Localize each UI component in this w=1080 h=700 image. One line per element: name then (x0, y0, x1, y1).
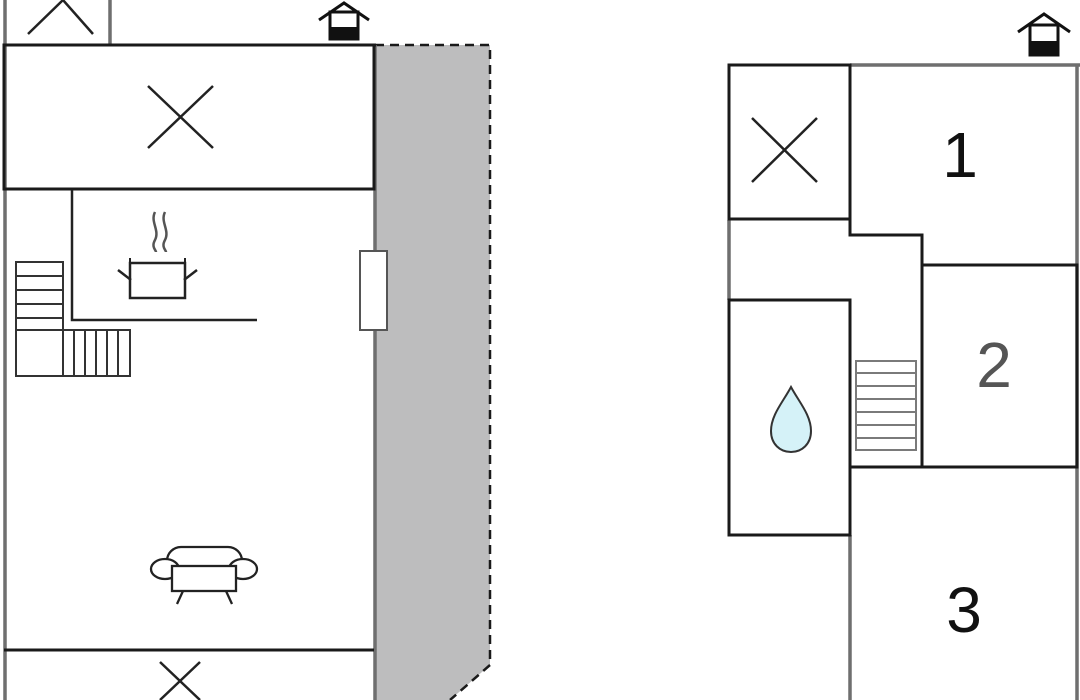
staircase-icon (15, 261, 131, 377)
room-2-number: 2 (976, 329, 1012, 401)
bathroom (727, 298, 852, 537)
room-1-number: 1 (942, 119, 978, 191)
window-cross-icon (27, 0, 94, 35)
window-cross-icon (751, 117, 818, 183)
terrace-dashed-border (375, 43, 492, 700)
room-3-number: 3 (946, 574, 982, 646)
upper-floor-plan: 1 2 3 (727, 12, 1080, 700)
void-room-upper (727, 63, 852, 221)
sofa-icon (149, 545, 259, 605)
room-2 (920, 263, 1079, 469)
room-1-walls (848, 219, 1077, 267)
upper-void-room (2, 43, 376, 191)
terrace-door (359, 250, 388, 331)
kitchen-partition (70, 190, 257, 322)
entrance-house-icon (1017, 12, 1071, 57)
window-cross-icon (159, 661, 201, 700)
window-cross-icon (147, 85, 214, 149)
water-drop-icon (769, 384, 813, 454)
terrace-area (375, 45, 490, 700)
staircase-icon (855, 360, 917, 451)
cooking-pot-icon (117, 211, 198, 300)
entrance-house-icon (318, 1, 370, 41)
ground-floor-plan (2, 0, 492, 700)
